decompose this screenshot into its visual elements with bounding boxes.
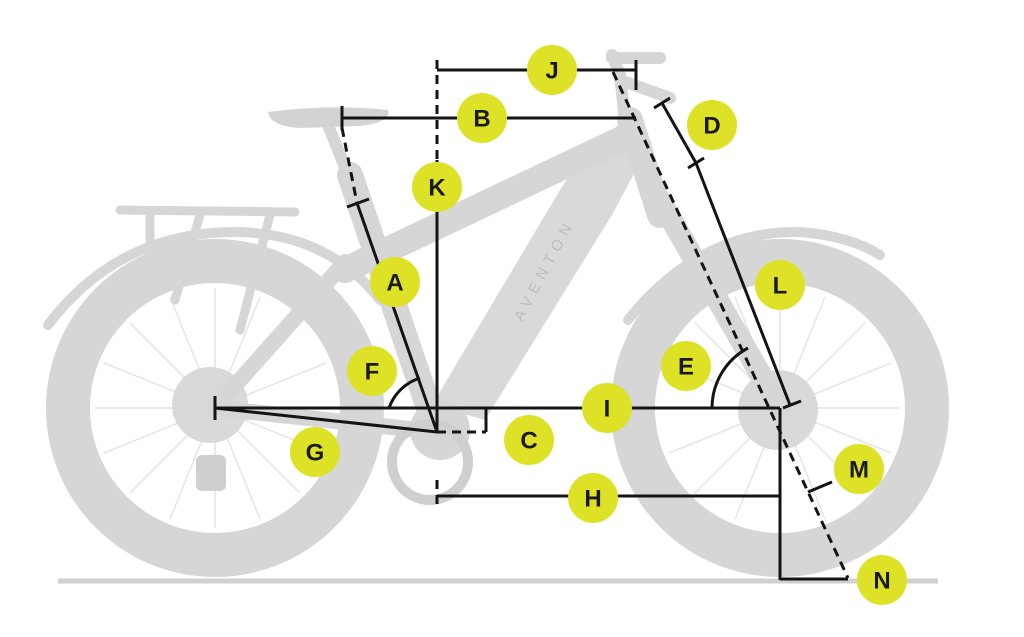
svg-text:E: E <box>678 354 694 381</box>
svg-text:B: B <box>473 106 490 133</box>
saddle <box>268 107 389 128</box>
svg-text:C: C <box>520 428 537 455</box>
svg-text:I: I <box>604 396 611 423</box>
svg-text:F: F <box>365 359 380 386</box>
line-m <box>807 480 833 494</box>
svg-text:N: N <box>873 568 890 595</box>
head-angle-arc <box>710 346 749 409</box>
badge-a: A <box>370 257 420 307</box>
line-l <box>694 162 792 406</box>
badge-n: N <box>857 555 907 605</box>
badge-l: L <box>755 260 805 310</box>
top-tube <box>332 122 643 283</box>
svg-text:D: D <box>703 113 720 140</box>
steering-axis <box>611 71 850 579</box>
svg-text:K: K <box>428 175 446 202</box>
badge-k: K <box>412 162 462 212</box>
badge-h: H <box>568 473 618 523</box>
down-tube <box>432 120 652 420</box>
line-a-dashed <box>340 127 359 204</box>
badge-i: I <box>582 383 632 433</box>
dimension-lines <box>213 60 850 581</box>
badge-j: J <box>527 45 577 95</box>
seatpost <box>322 119 356 186</box>
svg-text:L: L <box>773 273 788 300</box>
line-d <box>660 102 698 164</box>
svg-text:M: M <box>849 457 869 484</box>
badge-g: G <box>290 427 340 477</box>
line-g <box>214 406 438 434</box>
badge-b: B <box>457 93 507 143</box>
svg-text:H: H <box>584 486 601 513</box>
badge-f: F <box>347 346 397 396</box>
chainring <box>387 419 473 505</box>
badge-d: D <box>687 100 737 150</box>
handlebar <box>606 49 676 126</box>
seat-angle-arc <box>387 376 421 409</box>
front-fender <box>623 226 885 325</box>
rear-rack <box>115 205 300 335</box>
derailleur <box>196 455 226 491</box>
badge-c: C <box>504 415 554 465</box>
badge-e: E <box>661 341 711 391</box>
svg-text:A: A <box>386 270 403 297</box>
svg-text:G: G <box>306 440 325 467</box>
svg-text:J: J <box>545 58 558 85</box>
line-a <box>355 202 439 433</box>
badge-m: M <box>834 444 884 494</box>
